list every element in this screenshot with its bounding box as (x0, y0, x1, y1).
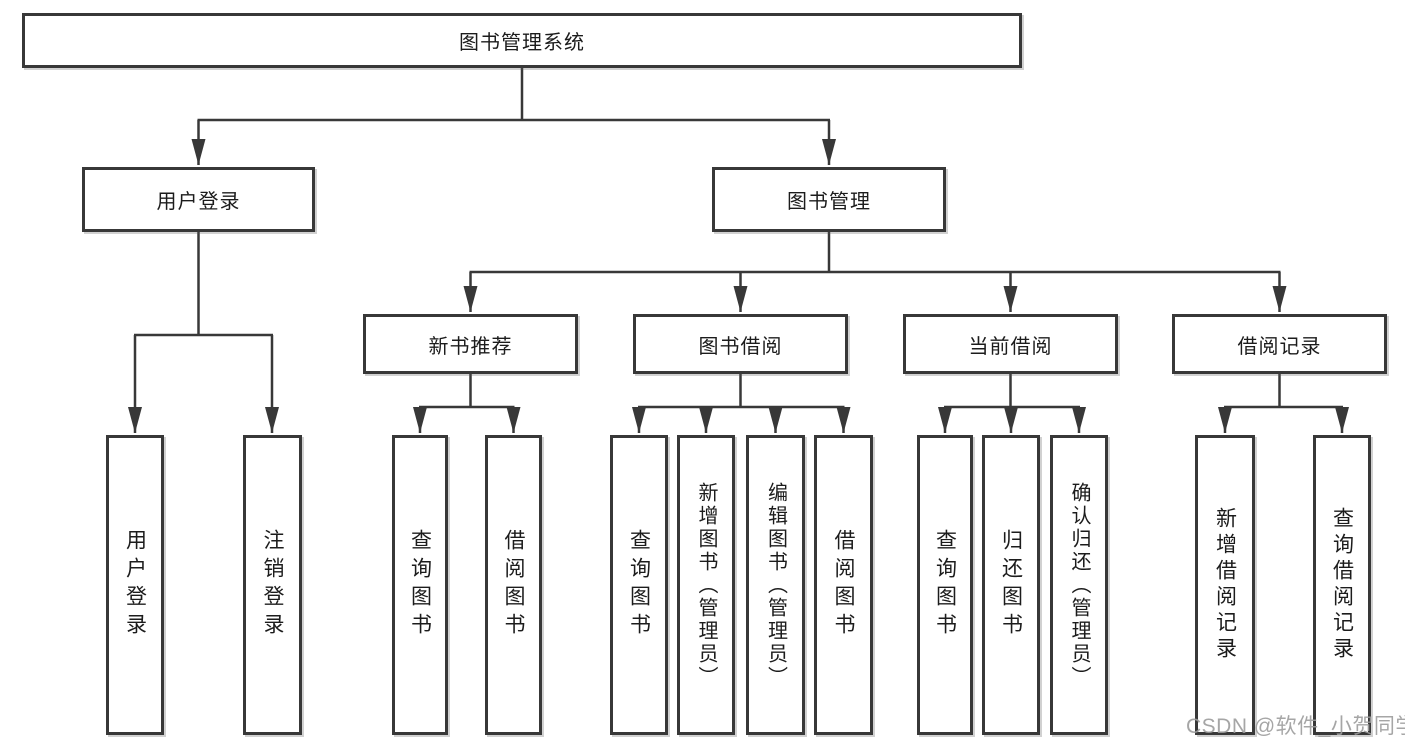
leaf-return-book-label: 归还图书 (999, 529, 1023, 641)
leaf-query-books-1-label: 查询图书 (408, 529, 432, 641)
leaf-borrow-books-2-label: 借阅图书 (832, 529, 855, 641)
leaf-return-book: 归还图书 (982, 435, 1040, 735)
leaf-add-borrow-record: 新增借阅记录 (1195, 435, 1255, 735)
connector-borrow-records (1218, 374, 1349, 433)
leaf-confirm-return-admin: 确认归还（管理员） (1050, 435, 1108, 735)
leaf-user-login: 用户登录 (106, 435, 164, 735)
node-user-login: 用户登录 (82, 167, 315, 232)
leaf-add-borrow-record-label: 新增借阅记录 (1213, 507, 1237, 663)
node-current-borrow-label: 当前借阅 (968, 335, 1053, 358)
leaf-add-book-admin: 新增图书（管理员） (677, 435, 735, 735)
leaf-edit-book-admin: 编辑图书（管理员） (746, 435, 805, 735)
node-borrow-records-label: 借阅记录 (1237, 335, 1322, 358)
leaf-query-books-2: 查询图书 (610, 435, 668, 735)
node-new-books: 新书推荐 (363, 314, 578, 374)
connector-new-books (413, 374, 521, 433)
leaf-edit-book-admin-label: 编辑图书（管理员） (764, 481, 787, 689)
node-root: 图书管理系统 (22, 13, 1022, 68)
node-book-mgmt-label: 图书管理 (787, 191, 871, 213)
connector-current-borrow (938, 374, 1086, 433)
leaf-borrow-books-1-label: 借阅图书 (502, 529, 525, 641)
leaf-logout-label: 注销登录 (261, 529, 284, 641)
leaf-query-books-1: 查询图书 (392, 435, 448, 735)
leaf-user-login-label: 用户登录 (123, 529, 147, 641)
connector-root (191, 68, 836, 165)
connector-book-mgmt (463, 232, 1287, 312)
leaf-query-books-3: 查询图书 (917, 435, 973, 735)
leaf-borrow-books-2: 借阅图书 (814, 435, 873, 735)
node-book-borrow-label: 图书借阅 (698, 335, 783, 358)
leaf-logout: 注销登录 (243, 435, 302, 735)
node-root-label: 图书管理系统 (459, 32, 585, 54)
leaf-borrow-books-1: 借阅图书 (485, 435, 542, 735)
node-new-books-label: 新书推荐 (428, 335, 513, 358)
node-book-borrow: 图书借阅 (633, 314, 848, 374)
leaf-query-books-2-label: 查询图书 (627, 529, 651, 641)
leaf-query-books-3-label: 查询图书 (933, 529, 957, 641)
connector-user-login (128, 232, 279, 433)
leaf-add-book-admin-label: 新增图书（管理员） (695, 481, 717, 689)
watermark-text: CSDN @软件_小贺同学 (1186, 715, 1405, 738)
node-user-login-label: 用户登录 (156, 191, 241, 213)
leaf-query-borrow-record-label: 查询借阅记录 (1330, 507, 1354, 663)
leaf-query-borrow-record: 查询借阅记录 (1313, 435, 1371, 735)
node-book-mgmt: 图书管理 (712, 167, 946, 232)
node-current-borrow: 当前借阅 (903, 314, 1118, 374)
node-borrow-records: 借阅记录 (1172, 314, 1387, 374)
connector-book-borrow (632, 374, 851, 433)
leaf-confirm-return-admin-label: 确认归还（管理员） (1068, 481, 1090, 689)
